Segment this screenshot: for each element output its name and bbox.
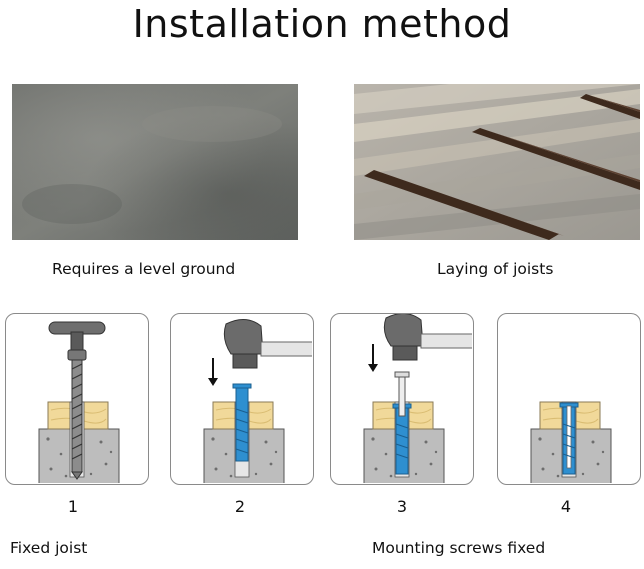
drill-bit-icon [38,321,120,483]
caption-mounting-screws: Mounting screws fixed [372,539,546,557]
step-3-number: 3 [396,497,408,516]
step-4-number: 4 [560,497,572,516]
hammer-icon [203,319,312,483]
step-2-number: 2 [234,497,246,516]
concrete-floor-photo [12,84,298,240]
caption-fixed-joist: Fixed joist [10,539,88,557]
joists-on-ground-photo [354,84,640,240]
page-title: Installation method [132,2,512,46]
step-3-panel [330,313,474,485]
step-1-number: 1 [67,497,79,516]
screw-hammer-icon [363,314,472,483]
step-1-panel [5,313,149,485]
step-2-panel [170,313,314,485]
photo-caption-laying-joists: Laying of joists [437,260,554,278]
step-4-panel [497,313,641,485]
fixed-anchor-icon [530,401,612,483]
photo-caption-level-ground: Requires a level ground [52,260,236,278]
